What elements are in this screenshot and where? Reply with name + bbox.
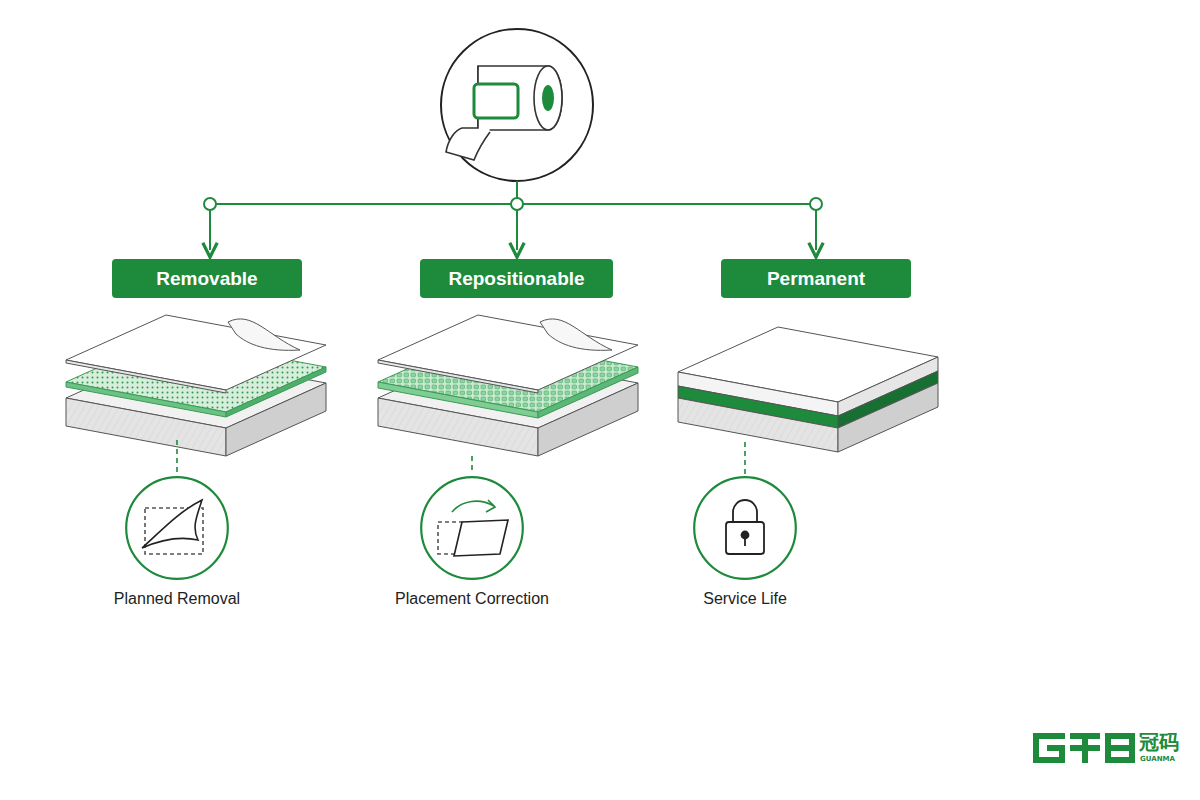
move-arrow-head — [486, 500, 495, 512]
branch-arrow — [516, 210, 518, 250]
circle-outline — [693, 476, 797, 580]
category-title: Repositionable — [448, 268, 584, 290]
category-title: Removable — [156, 268, 257, 290]
keyhole-slot — [744, 537, 746, 546]
benefit-caption: Placement Correction — [395, 590, 549, 608]
liner-edge — [378, 360, 538, 393]
roll-circle — [441, 29, 593, 181]
logo-bar — [1070, 745, 1100, 751]
liner-curl — [540, 319, 612, 350]
lock-shackle — [733, 500, 757, 522]
circle-ring — [421, 477, 523, 579]
roll-core — [542, 85, 554, 111]
junction-dot — [204, 198, 216, 210]
benefit-circle: Planned Removal — [125, 476, 229, 580]
roll-label — [474, 84, 518, 118]
lock-body — [726, 522, 764, 554]
category-title: Permanent — [767, 268, 865, 290]
permanent-stack — [678, 327, 938, 452]
category-box: Permanent — [721, 259, 911, 298]
logo-subtext: GUANMA — [1140, 756, 1175, 764]
liner-sheet — [378, 315, 638, 390]
benefit-circle: Service Life — [693, 476, 797, 580]
logo-bar — [1129, 733, 1135, 763]
liner-curl — [228, 319, 300, 350]
circle-ring — [126, 477, 228, 579]
logo-text: 冠码 — [1139, 731, 1179, 753]
circle-outline — [420, 476, 524, 580]
logo-bar — [1105, 733, 1111, 763]
stem-line — [516, 181, 518, 198]
lock-icon — [726, 500, 764, 554]
leader-line — [176, 440, 178, 474]
category-box: Removable — [112, 259, 302, 298]
logo-mark — [1033, 733, 1135, 763]
side-grey — [838, 383, 938, 452]
leader-lines — [177, 440, 745, 474]
liner-edge — [66, 360, 226, 393]
moved-label — [454, 520, 508, 556]
branch-lines — [204, 181, 822, 250]
circle-outline — [125, 476, 229, 580]
leader-line — [471, 456, 473, 474]
junction-dot — [810, 198, 822, 210]
peeled-label — [142, 500, 202, 548]
bar-line — [523, 203, 810, 205]
benefit-caption: Planned Removal — [114, 590, 240, 608]
leader-line — [744, 442, 746, 474]
benefit-caption: Service Life — [703, 590, 787, 608]
junction-dot — [511, 198, 523, 210]
bar-line — [216, 203, 511, 205]
removal-icon — [142, 500, 203, 554]
liner-sheet — [66, 315, 326, 390]
benefit-circle: Placement Correction — [420, 476, 524, 580]
branch-arrow — [815, 210, 817, 250]
roll-end — [534, 66, 562, 130]
correction-icon — [438, 500, 508, 556]
face-grey — [678, 398, 838, 452]
category-box: Repositionable — [420, 259, 613, 298]
repositionable-stack — [378, 315, 638, 456]
removable-stack — [66, 315, 326, 456]
branch-arrow — [209, 210, 211, 250]
logo-bar — [1059, 745, 1065, 763]
circle-ring — [694, 477, 796, 579]
roll-icon — [441, 29, 593, 181]
